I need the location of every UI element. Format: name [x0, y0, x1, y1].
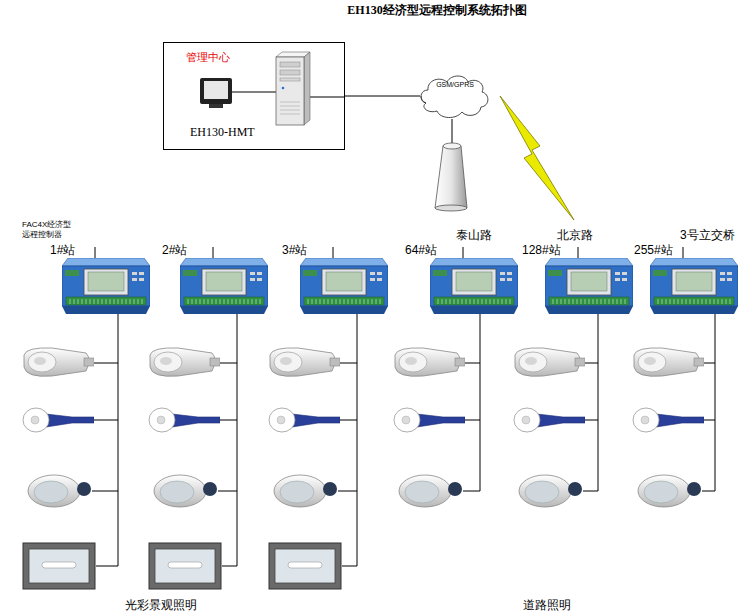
remote-controller-figure — [62, 258, 150, 314]
group-label: 光彩景观照明 — [125, 597, 197, 614]
antenna-mast — [452, 119, 453, 143]
group-label: 道路照明 — [523, 597, 571, 614]
road-name: 北京路 — [557, 228, 593, 242]
flood-lamp — [23, 543, 95, 589]
round-lamp — [519, 475, 582, 507]
remote-controller-art — [430, 258, 518, 314]
network-label: GSM/GPRS — [420, 81, 490, 89]
globe-lamp — [514, 408, 585, 432]
remote-controller: FAC4X经济型 远程控制器1#站 — [62, 258, 150, 314]
diagram-title: EH130经济型远程控制系统拓扑图 — [347, 2, 526, 19]
cobra-lamp — [634, 348, 704, 376]
remote-controller-figure — [300, 258, 388, 314]
remote-controller-figure — [430, 258, 518, 314]
globe-lamp — [394, 408, 465, 432]
station-label: 1#站 — [50, 243, 75, 257]
base-station-tower — [435, 146, 467, 208]
cobra-lamp — [395, 348, 465, 376]
cobra-lamp — [515, 348, 585, 376]
tower-base — [435, 205, 467, 211]
remote-controller-art — [650, 258, 738, 314]
globe-lamp — [269, 408, 340, 432]
road-name: 泰山路 — [456, 228, 492, 242]
remote-controller-art — [180, 258, 268, 314]
center-name: 管理中心 — [186, 51, 230, 64]
station-label: 2#站 — [162, 243, 187, 257]
management-center-box: 管理中心 EH130-HMT — [163, 42, 345, 150]
device-label: FAC4X经济型 远程控制器 — [22, 220, 76, 239]
round-lamp — [399, 475, 462, 507]
remote-controller-figure — [650, 258, 738, 314]
remote-controller: 北京路128#站 — [545, 258, 633, 314]
station-label: 3#站 — [282, 243, 307, 257]
globe-lamp — [149, 408, 220, 432]
round-lamp — [274, 475, 337, 507]
flood-lamp — [269, 543, 341, 589]
station-label: 64#站 — [405, 243, 437, 257]
lamp-wires — [92, 314, 715, 566]
street-lamps — [23, 348, 704, 589]
remote-controller-art — [545, 258, 633, 314]
cobra-lamp — [24, 348, 94, 376]
cobra-lamp — [270, 348, 340, 376]
flood-lamp — [149, 543, 221, 589]
network-cloud: GSM/GPRS — [420, 72, 490, 120]
remote-controller: 3号立交桥255#站 — [650, 258, 738, 314]
globe-lamp — [633, 408, 704, 432]
round-lamp — [28, 475, 91, 507]
remote-controller-art — [300, 258, 388, 314]
remote-controller-art — [62, 258, 150, 314]
tower-top — [443, 143, 461, 149]
wireless-bolt — [500, 96, 574, 220]
network-cloud-art — [420, 72, 490, 120]
remote-controller: 2#站 — [180, 258, 268, 314]
network-link — [345, 96, 420, 97]
station-label: 255#站 — [634, 243, 673, 257]
remote-controller-figure — [545, 258, 633, 314]
station-label: 128#站 — [522, 243, 561, 257]
remote-controller: 泰山路64#站 — [430, 258, 518, 314]
remote-controller: 3#站 — [300, 258, 388, 314]
cobra-lamp — [150, 348, 220, 376]
remote-controller-figure — [180, 258, 268, 314]
round-lamp — [154, 475, 217, 507]
software-name: EH130-HMT — [190, 125, 255, 139]
globe-lamp — [23, 408, 94, 432]
road-name: 3号立交桥 — [680, 228, 735, 242]
round-lamp — [638, 475, 701, 507]
